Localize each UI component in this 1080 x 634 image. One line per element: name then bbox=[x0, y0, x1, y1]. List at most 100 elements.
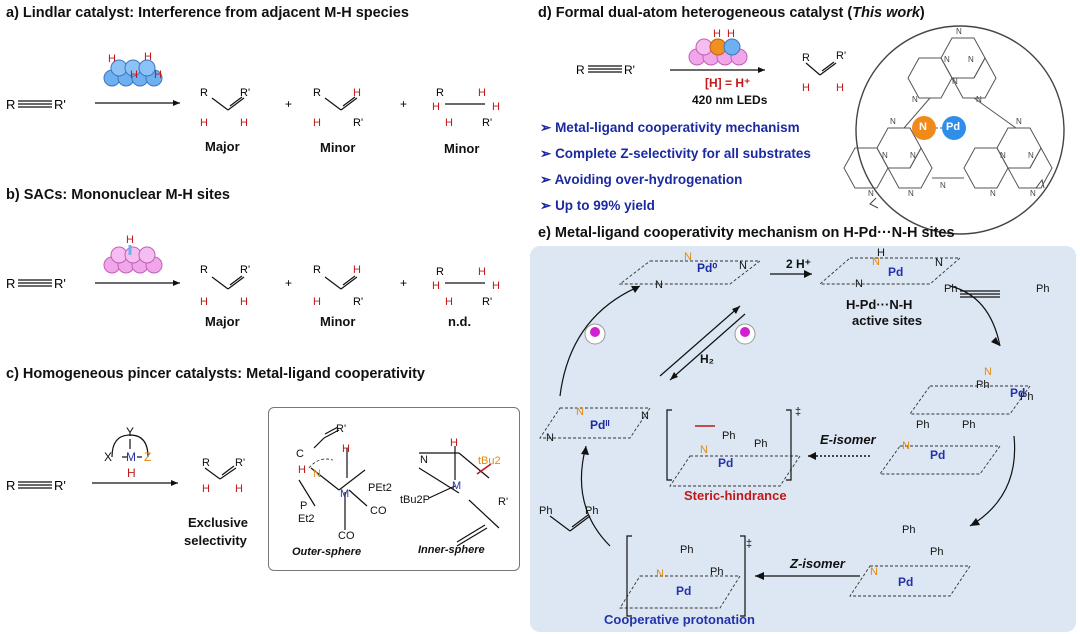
feature-item: ➢ Metal-ligand cooperativity mechanism bbox=[540, 120, 800, 135]
cooperative-protonation-label: Cooperative protonation bbox=[604, 612, 755, 627]
svg-text:H: H bbox=[492, 280, 500, 292]
pincer-z-atom: Z bbox=[144, 450, 152, 464]
svg-text:N: N bbox=[956, 27, 962, 36]
inner-ptbu2: tBu2 bbox=[478, 455, 501, 467]
pink-sphere-cluster bbox=[103, 246, 163, 274]
panel-a-title: a) Lindlar catalyst: Interference from a… bbox=[6, 5, 409, 21]
d-product-h2: H bbox=[836, 82, 844, 94]
ts1-pd: Pd bbox=[718, 456, 734, 470]
inner-n: N bbox=[420, 454, 428, 466]
ts2-ph1: Ph bbox=[680, 544, 694, 556]
svg-text:R: R bbox=[313, 87, 321, 99]
svg-text:H: H bbox=[353, 264, 361, 276]
svg-text:H: H bbox=[445, 296, 453, 308]
mechanism-panel bbox=[530, 246, 1076, 632]
sub1-ph: Ph bbox=[976, 379, 990, 391]
product-c-r: R bbox=[202, 457, 210, 469]
outer-sphere-label: Outer-sphere bbox=[292, 546, 362, 558]
pincer-m-atom: M bbox=[126, 450, 136, 464]
feature-item: ➢ Up to 99% yield bbox=[540, 198, 655, 213]
pd0-n-left: N bbox=[655, 279, 663, 291]
selectivity-label: selectivity bbox=[184, 533, 247, 548]
sub3-ph2: Ph bbox=[930, 546, 944, 558]
step-2h: 2 H⁺ bbox=[786, 257, 812, 271]
sub2-ph1: Ph bbox=[916, 419, 930, 431]
active-sites-line2: active sites bbox=[852, 313, 923, 328]
substrate-ph-left: Ph bbox=[944, 283, 958, 295]
active-n-left: N bbox=[855, 278, 863, 290]
outer-pet2: PEt2 bbox=[368, 482, 392, 494]
pd0-n-right: N bbox=[739, 260, 747, 272]
active-h-top: H bbox=[877, 247, 885, 259]
condition-protons: [H] = H⁺ bbox=[705, 76, 751, 90]
sac-catalyst-graphic: H bbox=[100, 233, 170, 283]
svg-text:N: N bbox=[912, 95, 918, 104]
svg-text:H: H bbox=[727, 28, 735, 40]
svg-text:N: N bbox=[882, 151, 888, 160]
lindlar-catalyst-graphic: H H H H bbox=[100, 48, 170, 98]
ts2-pd: Pd bbox=[676, 584, 692, 598]
pincer-x-atom: X bbox=[104, 450, 113, 464]
active-pd: Pd bbox=[888, 265, 904, 279]
sub1-pd: Pd bbox=[1010, 386, 1026, 400]
pd2-n-right: N bbox=[641, 410, 649, 422]
product-c-rp: R' bbox=[235, 457, 246, 469]
svg-text:R: R bbox=[6, 478, 15, 493]
feature-item: ➢ Complete Z-selectivity for all substra… bbox=[540, 146, 811, 161]
svg-text:R': R' bbox=[54, 276, 66, 291]
svg-text:H: H bbox=[240, 117, 248, 129]
sub3-pd: Pd bbox=[898, 575, 914, 589]
pincer-h-atom: H bbox=[127, 466, 136, 480]
ts1-ph2: Ph bbox=[754, 438, 768, 450]
sub1-n: N bbox=[984, 366, 992, 378]
outer-h: H bbox=[298, 464, 306, 476]
active-n-right: N bbox=[935, 257, 943, 269]
svg-text:H: H bbox=[108, 53, 116, 65]
ts2-ph2: Ph bbox=[710, 566, 724, 578]
ts1-n: N bbox=[700, 444, 708, 456]
svg-text:R: R bbox=[436, 266, 444, 278]
svg-text:H: H bbox=[154, 69, 162, 81]
active-sites-line1: H-Pd···N-H bbox=[846, 297, 913, 312]
panel-b-label-nd: n.d. bbox=[448, 314, 472, 329]
svg-text:H: H bbox=[353, 87, 361, 99]
ball-pd-label: Pd bbox=[946, 121, 961, 133]
pincer-complex-box bbox=[268, 407, 520, 571]
svg-text:H: H bbox=[432, 280, 440, 292]
sub2-n: N bbox=[902, 440, 910, 452]
svg-text:N: N bbox=[868, 189, 874, 198]
svg-text:N: N bbox=[1016, 117, 1022, 126]
svg-text:N: N bbox=[952, 77, 958, 86]
e-isomer-label: E-isomer bbox=[820, 432, 876, 447]
svg-text:R': R' bbox=[482, 117, 492, 129]
inner-tbu2p: tBu2P bbox=[400, 494, 430, 506]
exclusive-label: Exclusive bbox=[188, 515, 248, 530]
sub3-ph1: Ph bbox=[902, 524, 916, 536]
panel-c-reaction: R R' bbox=[0, 395, 270, 555]
svg-text:R': R' bbox=[353, 117, 363, 129]
panel-e-title: e) Metal-ligand cooperativity mechanism … bbox=[538, 225, 955, 241]
panel-d-title-prefix: d) Formal dual-atom heterogeneous cataly… bbox=[538, 5, 853, 21]
svg-text:N: N bbox=[968, 55, 974, 64]
svg-text:N: N bbox=[1028, 151, 1034, 160]
panel-d-title-suffix: ) bbox=[919, 5, 925, 21]
d-product-r: R bbox=[802, 52, 810, 64]
sub3-n: N bbox=[870, 566, 878, 578]
feature-text: Metal-ligand cooperativity mechanism bbox=[555, 120, 800, 135]
svg-text:R': R' bbox=[54, 97, 66, 112]
product-c-h1: H bbox=[202, 483, 210, 495]
panel-b-label-minor: Minor bbox=[320, 314, 356, 329]
svg-text:+: + bbox=[400, 276, 407, 290]
svg-text:R: R bbox=[436, 87, 444, 99]
h2-label: H₂ bbox=[700, 352, 714, 366]
pincer-y-atom: Y bbox=[126, 425, 135, 439]
feature-item: ➢ Avoiding over-hydrogenation bbox=[540, 172, 743, 187]
pd2-n-left: N bbox=[546, 432, 554, 444]
svg-text:R: R bbox=[313, 264, 321, 276]
panel-a-label-major: Major bbox=[205, 139, 240, 154]
condition-light: 420 nm LEDs bbox=[692, 93, 768, 107]
svg-text:R': R' bbox=[482, 296, 492, 308]
inner-sphere-label: Inner-sphere bbox=[418, 544, 485, 556]
